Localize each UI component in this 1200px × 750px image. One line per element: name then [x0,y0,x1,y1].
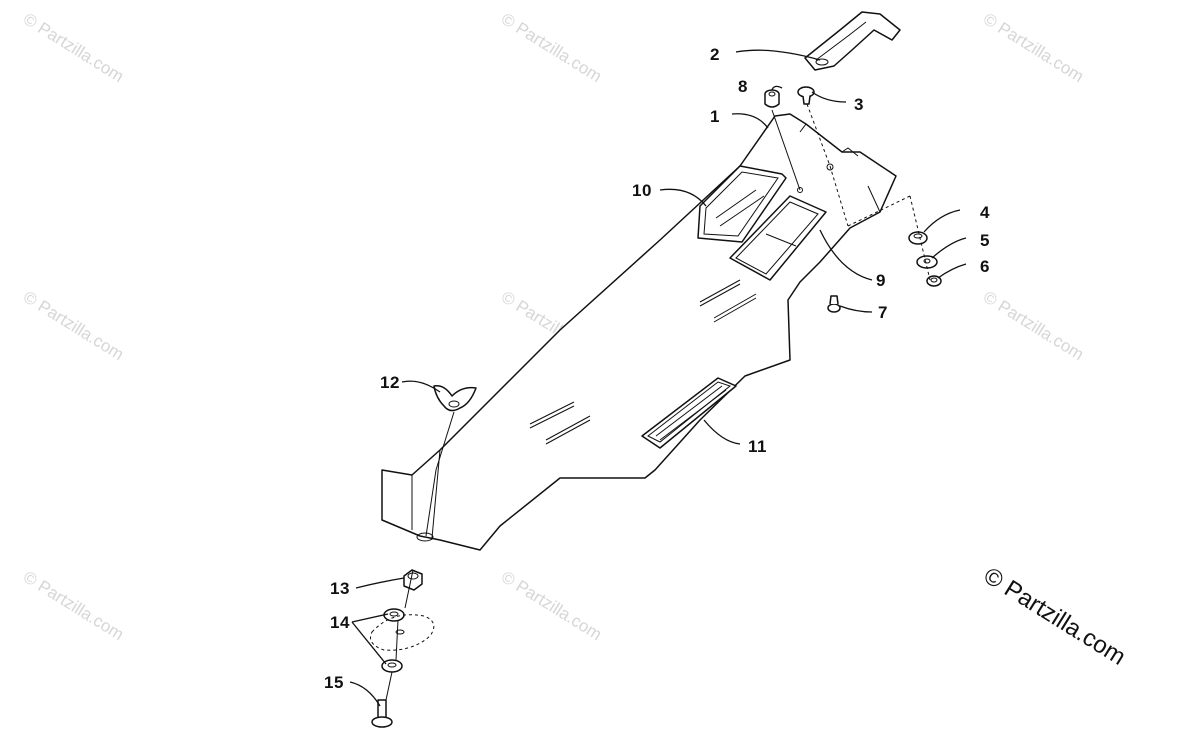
callout-5: 5 [980,231,990,250]
watermark: © Partzilla.com [980,287,1087,364]
callout-13: 13 [330,579,350,598]
callout-11: 11 [748,437,767,456]
watermark-corner: © Partzilla.com [979,562,1130,671]
washer-14 [370,608,435,673]
callout-12: 12 [380,373,400,392]
watermark: © Partzilla.com [20,567,127,644]
decal-9 [729,195,827,281]
callout-14: 14 [330,613,350,632]
callout-7: 7 [878,303,888,322]
callout-15: 15 [324,673,344,692]
bolt-15 [371,699,393,728]
callout-6: 6 [980,257,990,276]
watermark: © Partzilla.com [498,567,605,644]
callout-10: 10 [632,181,652,200]
callout-4: 4 [980,203,990,222]
watermark: © Partzilla.com [498,9,605,86]
nut-13 [403,569,423,591]
callout-3: 3 [854,95,864,114]
watermark: © Partzilla.com [20,9,127,86]
bracket-2 [804,11,901,71]
washer-4 [908,231,928,245]
decal-11 [641,377,737,449]
callout-2: 2 [710,45,720,64]
callout-8: 8 [738,77,748,96]
callout-9: 9 [876,271,886,290]
decal-10 [697,165,787,243]
watermark: © Partzilla.com [980,9,1087,86]
assembly-lines [385,103,931,701]
nut-6 [926,275,942,287]
skid-plate [381,113,897,551]
callout-1: 1 [710,107,720,126]
leader-lines [349,49,967,707]
grommet-8 [764,89,780,108]
screw-7 [827,295,841,313]
callout-labels: 1 2 3 4 5 6 7 8 9 10 11 12 13 14 15 [324,45,990,692]
washer-5 [916,255,938,269]
watermark: © Partzilla.com [20,287,127,364]
screw-3 [797,86,815,105]
clip-12 [433,384,477,412]
